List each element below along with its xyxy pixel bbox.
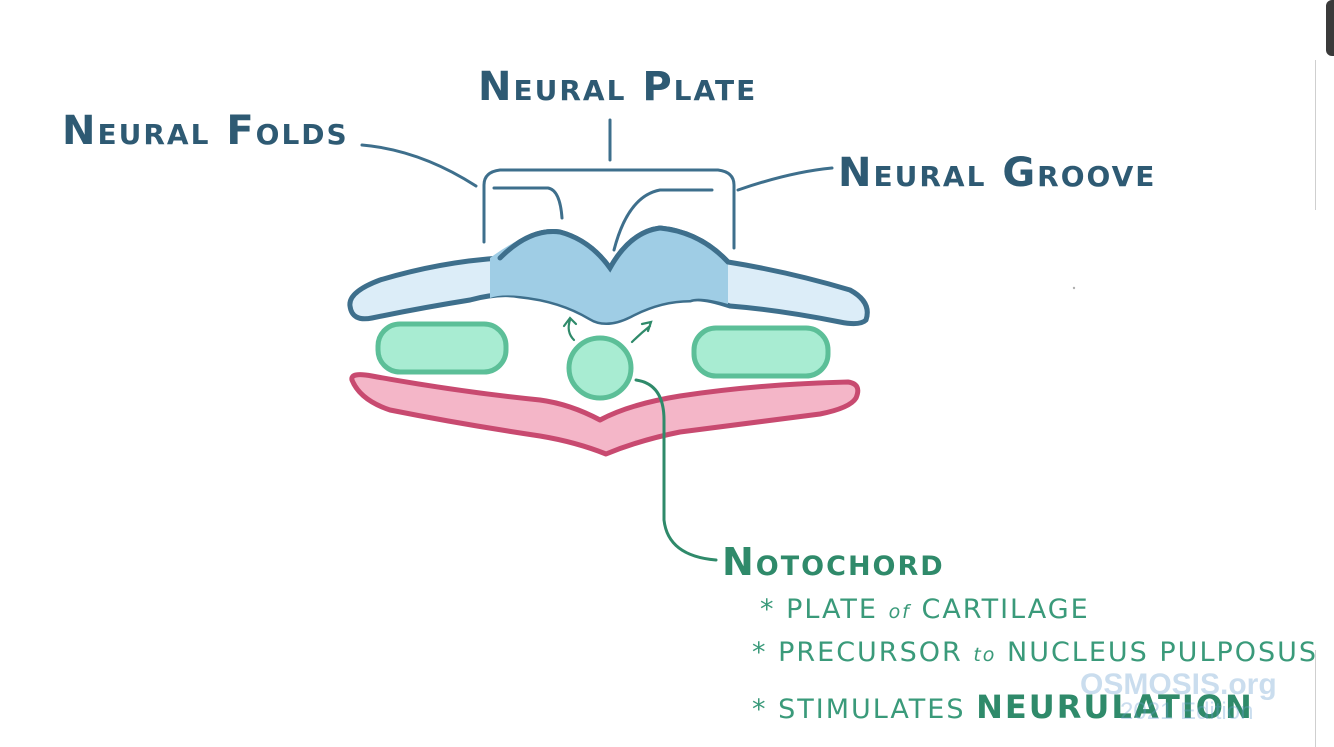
- notochord-circle: [566, 335, 634, 401]
- neural-plate-label: Neural Plate: [478, 64, 758, 110]
- neural-plate-outline: [497, 225, 731, 273]
- notochord-note-1: * Plate of Cartilage: [760, 594, 1090, 625]
- bullet-marker: *: [752, 694, 768, 725]
- neural-folds-label: Neural Folds: [62, 108, 349, 154]
- signal-arrow-left: [562, 316, 578, 342]
- neural-folds-leader: [360, 143, 478, 188]
- notochord-note-3: * Stimulates Neurulation: [752, 688, 1254, 726]
- osmosis-watermark: OSMOSIS.org 2021 Edition: [1080, 668, 1277, 726]
- notochord-leader: [634, 378, 718, 562]
- note-joiner: to: [973, 644, 997, 666]
- watermark-brand: OSMOSIS.org: [1080, 668, 1277, 701]
- edge-divider: [1315, 650, 1316, 747]
- bullet-marker: *: [760, 594, 776, 625]
- paraxial-mesoderm-right: [691, 325, 831, 379]
- endoderm-layer: [349, 372, 861, 457]
- neural-plate-bracket: [482, 168, 736, 250]
- watermark-edition: 2021 Edition: [1120, 698, 1254, 725]
- note-text: Cartilage: [921, 594, 1090, 625]
- neural-groove-label: Neural Groove: [838, 150, 1157, 196]
- note-emphasis: Neurulation: [976, 688, 1254, 726]
- neural-folds-inner-line: [492, 186, 564, 220]
- note-joiner: of: [888, 601, 911, 623]
- note-text: Nucleus Pulposus: [1007, 637, 1319, 668]
- bullet-marker: *: [752, 637, 768, 668]
- notochord-note-2: * Precursor to Nucleus Pulposus: [752, 637, 1318, 668]
- note-text: Plate: [786, 594, 878, 625]
- neural-groove-leader: [736, 166, 834, 192]
- edge-divider: [1315, 60, 1316, 210]
- neural-plate-region: [490, 228, 728, 323]
- signal-arrow-right: [630, 320, 653, 344]
- neural-groove-inner-line: [612, 188, 714, 252]
- notochord-label: Notochord: [722, 540, 945, 584]
- note-text: Precursor: [778, 637, 963, 668]
- paraxial-mesoderm-left: [375, 321, 509, 375]
- side-panel-handle[interactable]: [1326, 0, 1334, 56]
- note-text: Stimulates: [778, 694, 966, 725]
- stray-dot: [1072, 286, 1076, 290]
